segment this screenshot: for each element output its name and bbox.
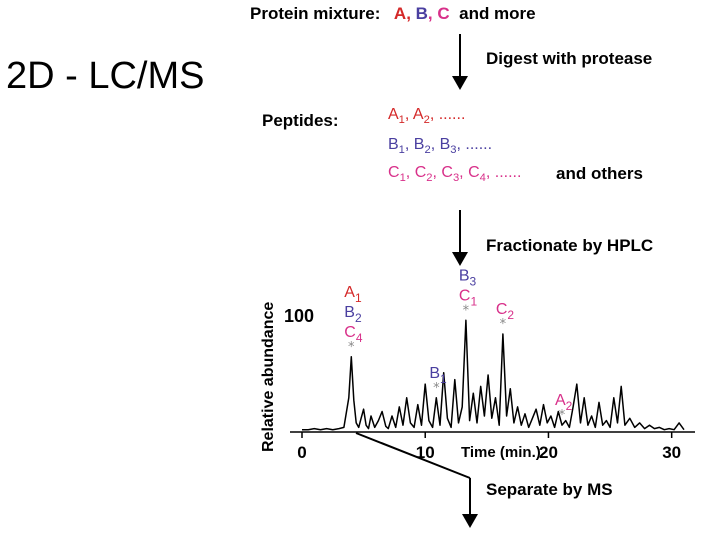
step-fractionate: Fractionate by HPLC xyxy=(486,236,654,255)
peptide-b1: B1 xyxy=(388,136,405,156)
x-tick-label: 10 xyxy=(416,443,435,462)
peptide-ellipsis: ...... xyxy=(494,164,522,181)
arrow-separate xyxy=(355,432,478,528)
peptide-ellipsis: ...... xyxy=(438,106,466,123)
x-axis-label: Time (min.) xyxy=(461,444,541,461)
x-tick-label: 0 xyxy=(297,443,306,462)
peptides-label: Peptides: xyxy=(262,111,339,130)
peptide-a2: A2 xyxy=(412,106,430,126)
peptide-c2: C2 xyxy=(414,164,433,184)
peak-label-b3: B3 xyxy=(459,267,477,288)
y-tick-label: 100 xyxy=(284,306,315,326)
arrow-fractionate xyxy=(452,210,468,266)
peptide-c4: C4 xyxy=(468,164,486,184)
peak-marker: * xyxy=(463,303,470,318)
peak-label-a2: A2 xyxy=(555,392,573,413)
protein-b: B xyxy=(415,4,428,23)
peptides-row-b: B1, B2, B3, ...... xyxy=(388,136,493,156)
peptides-others: and others xyxy=(556,164,643,183)
peptides-row-a: A1, A2, ...... xyxy=(388,106,466,126)
protein-sep: , xyxy=(427,4,438,23)
peak-marker: * xyxy=(500,317,507,332)
peak-label-b1: B1 xyxy=(429,365,447,386)
peptide-ellipsis: ...... xyxy=(465,136,493,153)
peptide-b3: B3 xyxy=(439,136,457,156)
step-digest: Digest with protease xyxy=(486,49,653,68)
peak-label-c2: C2 xyxy=(496,301,515,322)
protein-sep: , xyxy=(406,4,416,23)
chromatogram-trace xyxy=(302,319,685,431)
peptide-c1: C1 xyxy=(388,164,406,184)
peptide-c3: C3 xyxy=(441,164,460,184)
protein-mixture-row: Protein mixture: A, B, C and more xyxy=(250,4,536,24)
protein-mixture-label: Protein mixture: xyxy=(250,4,381,23)
step-separate: Separate by MS xyxy=(486,480,613,499)
x-tick-label: 30 xyxy=(662,443,681,462)
peptides-row-c: C1, C2, C3, C4, ...... xyxy=(388,164,522,184)
peak-marker: * xyxy=(433,381,440,396)
protein-more: and more xyxy=(459,4,536,23)
peak-label-a1: A1 xyxy=(344,284,362,305)
protein-c: C xyxy=(437,4,450,23)
protein-a: A xyxy=(393,4,407,23)
peak-label-c4: C4 xyxy=(344,324,363,345)
peak-marker: * xyxy=(348,340,355,355)
page-title: 2D - LC/MS xyxy=(6,55,205,97)
peak-marker: * xyxy=(559,408,566,423)
x-ticks: 0 10 20 30 xyxy=(297,432,681,462)
peptide-a1: A1 xyxy=(388,106,405,126)
peak-label-c1: C1 xyxy=(459,287,478,308)
peptide-b2: B2 xyxy=(413,136,431,156)
peak-label-b2: B2 xyxy=(344,304,362,325)
arrow-digest xyxy=(452,34,468,90)
x-tick-label: 20 xyxy=(539,443,558,462)
